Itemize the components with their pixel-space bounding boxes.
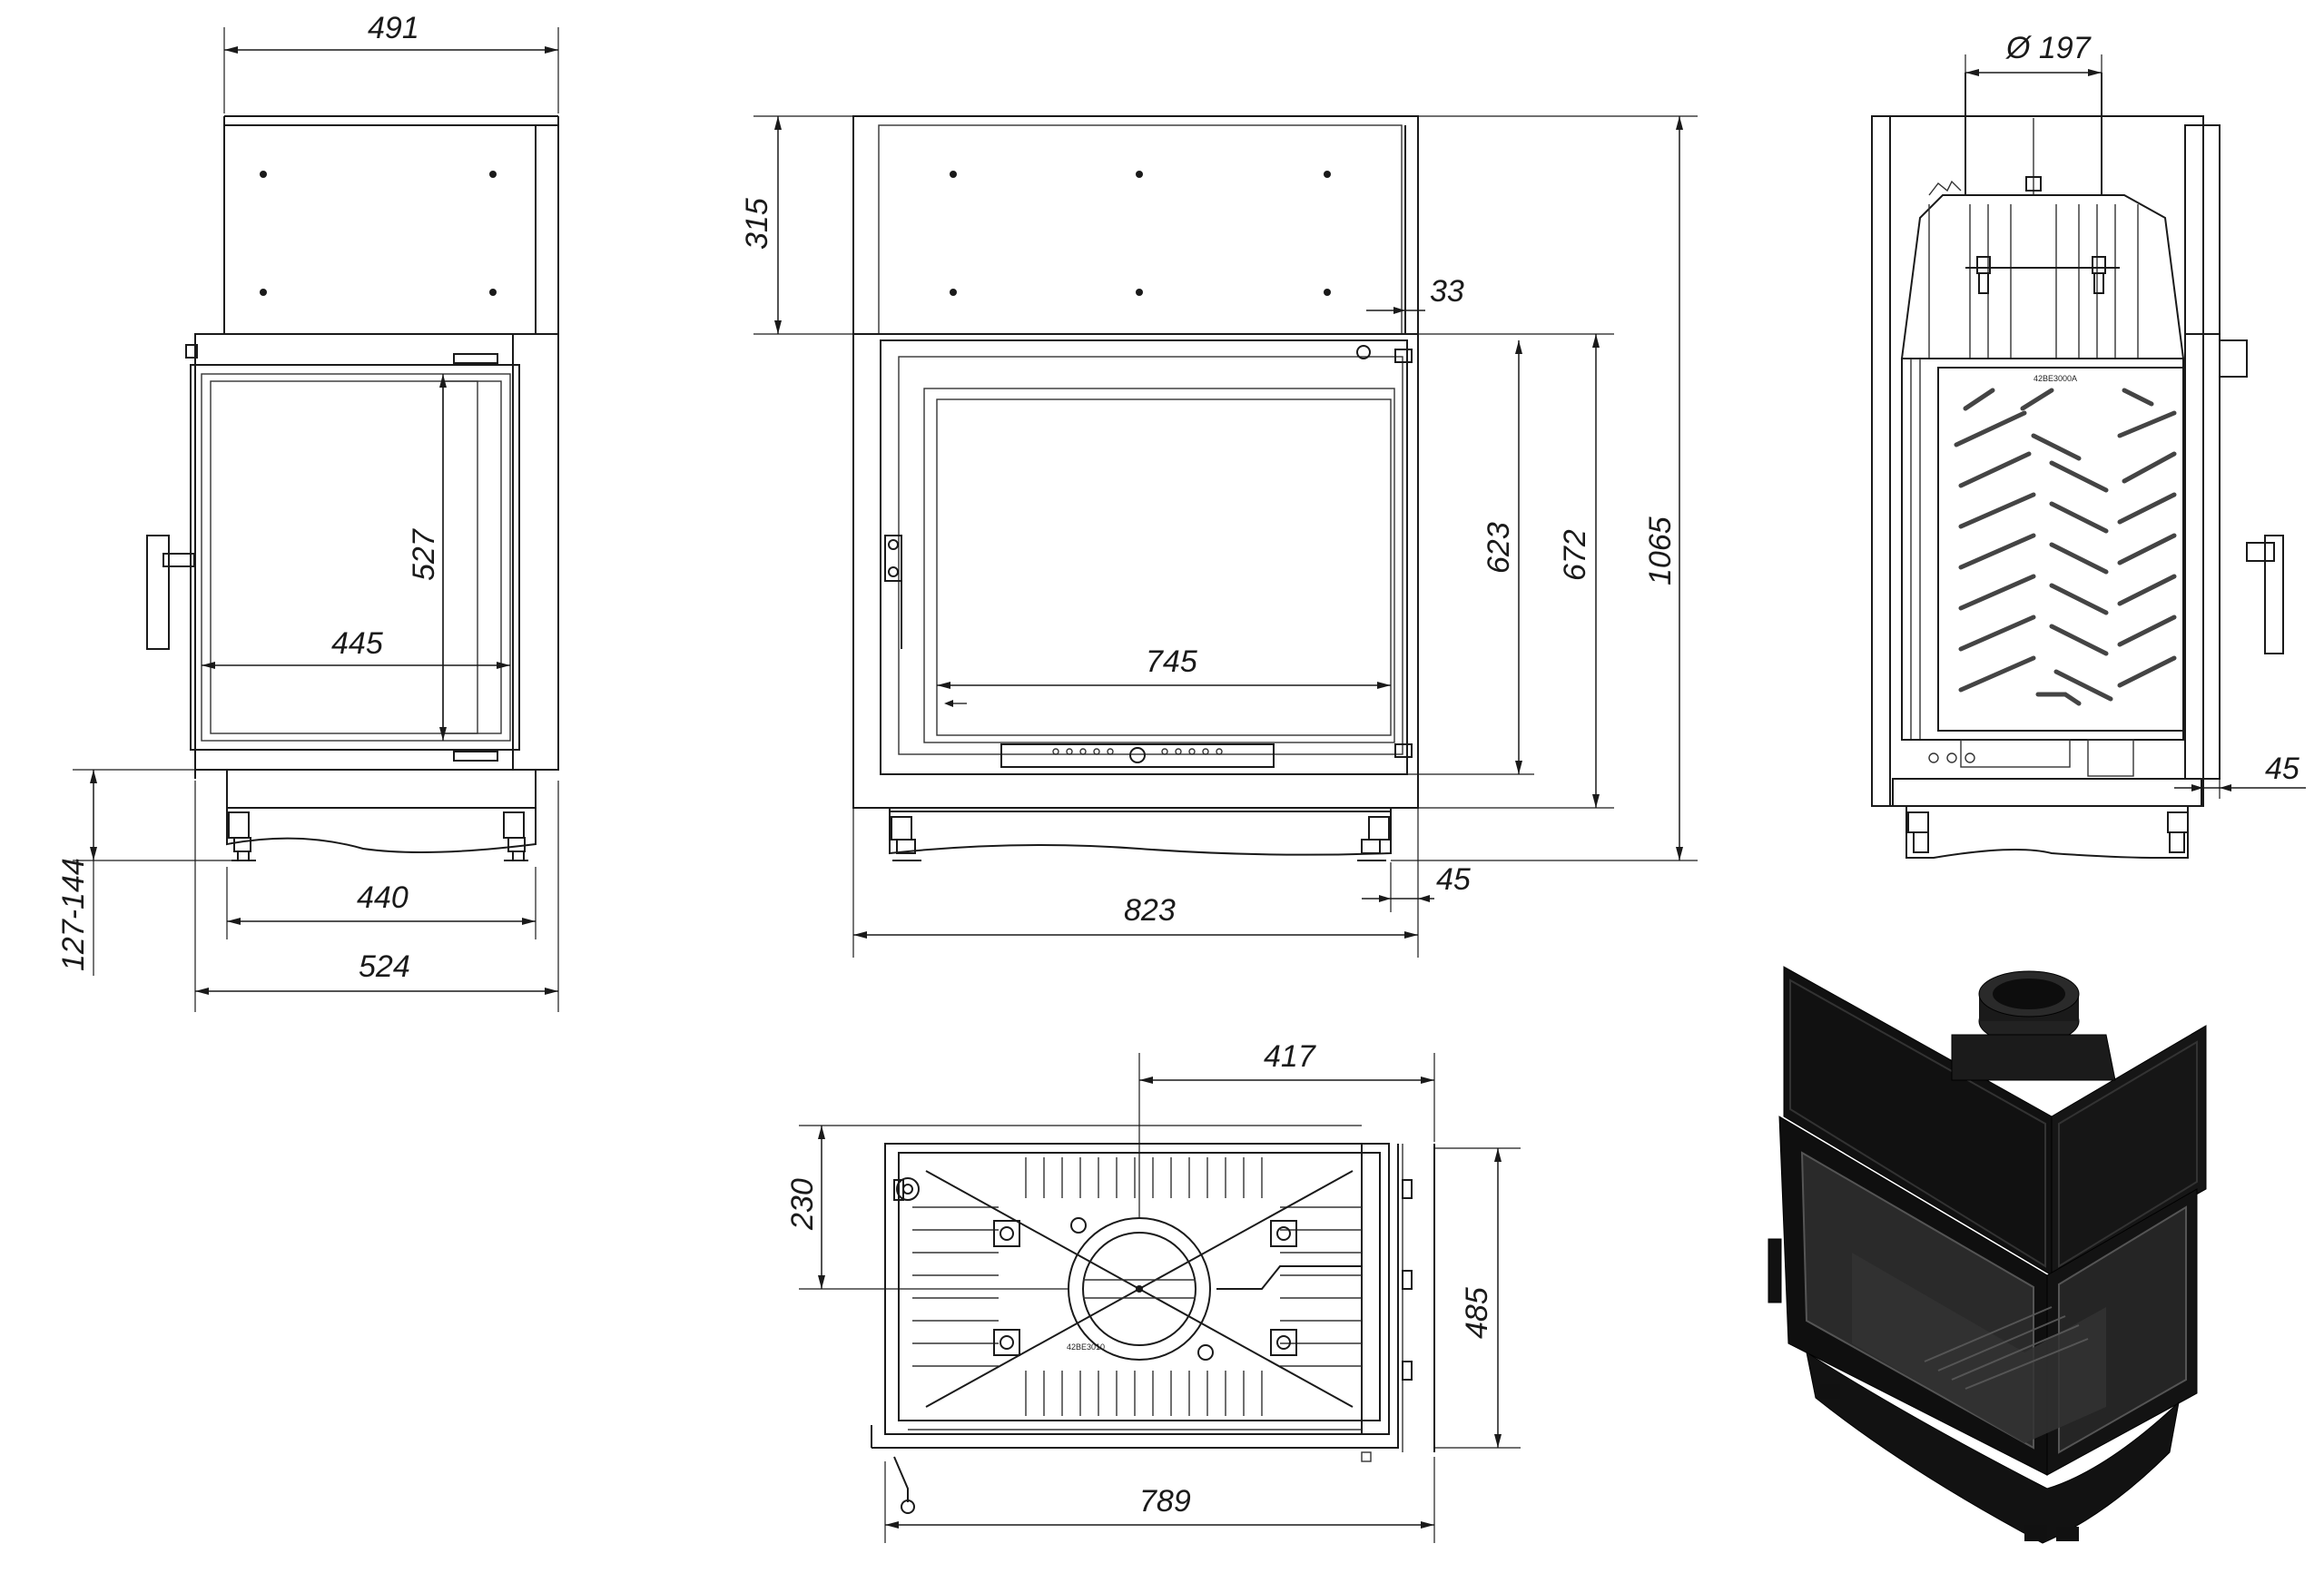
- dim-left-overall-width: 524: [359, 949, 410, 984]
- right-side-view: 42BE3000A Ø 197 45: [1871, 31, 2306, 859]
- dim-right-flue-diameter: Ø 197: [2005, 31, 2092, 65]
- dim-front-overall-height: 1065: [1643, 516, 1678, 585]
- dim-top-flue-offset-x: 417: [1264, 1039, 1316, 1074]
- front-view: 315 33 623 672 1065 745 45 823: [740, 115, 1698, 958]
- dim-top-flue-offset-y: 230: [785, 1178, 820, 1231]
- render-top-right-plate: [2051, 1025, 2207, 1276]
- dim-top-width: 789: [1139, 1484, 1191, 1519]
- herringbone-ribs: [1954, 388, 2177, 706]
- hood-fins: [1969, 204, 2116, 359]
- dim-front-offset-bottom: 45: [1436, 862, 1471, 897]
- top-view: 42BE3010 417 230 485 789: [785, 1039, 1521, 1543]
- air-slots: [1052, 747, 1223, 763]
- bottom-plate-label: 42BE3010: [1067, 1342, 1105, 1352]
- dim-left-top-width: 491: [368, 11, 419, 45]
- left-side-view: 491 527 445 127-144 440 524: [56, 11, 559, 1012]
- dim-top-depth: 485: [1460, 1287, 1494, 1339]
- dim-front-door-height: 672: [1558, 529, 1592, 581]
- dim-front-overall-width: 823: [1124, 893, 1176, 928]
- side-fins: [912, 1206, 1362, 1367]
- dim-left-base-width: 440: [357, 880, 409, 915]
- dim-front-offset-top: 33: [1430, 274, 1464, 309]
- dim-front-glass-width: 745: [1146, 644, 1197, 679]
- dim-front-glass-height: 623: [1482, 522, 1516, 574]
- isometric-render: [1768, 966, 2207, 1544]
- back-plate-label: 42BE3000A: [2034, 374, 2077, 383]
- render-grate: [1924, 1306, 2089, 1390]
- top-fins: [1025, 1157, 1263, 1416]
- dim-front-top-height: 315: [740, 198, 774, 250]
- dim-left-leg-height: 127-144: [56, 858, 91, 971]
- dim-right-side-offset: 45: [2265, 752, 2299, 786]
- dim-left-glass-width: 445: [331, 626, 383, 661]
- dim-left-glass-height: 527: [407, 528, 441, 581]
